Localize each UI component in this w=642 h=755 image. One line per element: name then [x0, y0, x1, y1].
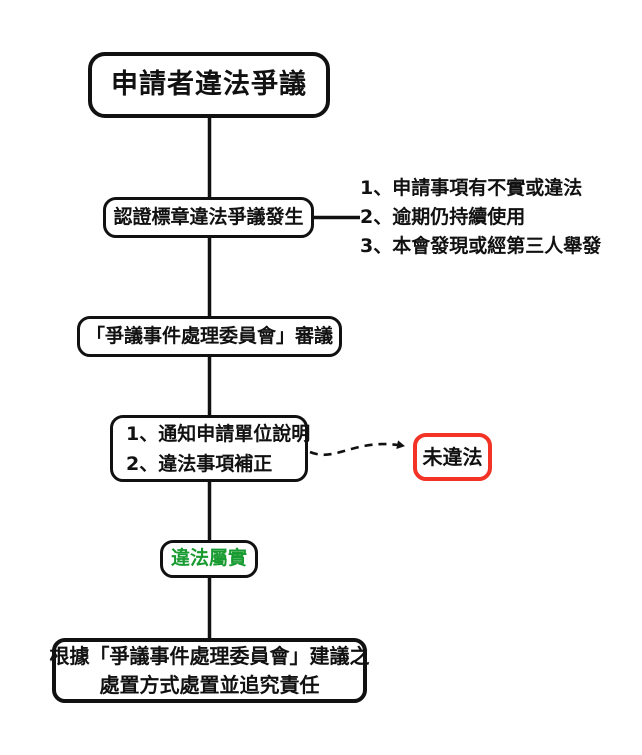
- final-line-2: 處置方式處置並追究責任: [99, 672, 320, 697]
- node-committee-review: 「爭議事件處理委員會」審議: [77, 316, 342, 357]
- final-line-1: 根據「爭議事件處理委員會」建議之: [49, 643, 370, 668]
- node-notify-correct: 1、通知申請單位說明 2、違法事項補正: [110, 415, 310, 482]
- cause-item-2: 2、逾期仍持續使用: [360, 206, 526, 228]
- node-not-illegal-label: 未違法: [422, 444, 483, 469]
- node-applicant-dispute: 申請者違法爭議: [88, 52, 330, 118]
- causes-list: 1、申請事項有不實或違法 2、逾期仍持續使用 3、本會發現或經第三人舉發: [360, 174, 601, 261]
- cause-item-3: 3、本會發現或經第三人舉發: [360, 235, 602, 257]
- node-mark-violation-occurs-label: 認證標章違法爭議發生: [113, 205, 304, 228]
- node-final-disposition: 根據「爭議事件處理委員會」建議之 處置方式處置並追究責任: [50, 638, 370, 703]
- cause-item-1: 1、申請事項有不實或違法: [360, 177, 583, 199]
- node-committee-review-label: 「爭議事件處理委員會」審議: [85, 324, 333, 347]
- node-not-illegal: 未違法: [413, 433, 492, 481]
- notify-line-2: 2、違法事項補正: [126, 452, 273, 475]
- node-final-disposition-lines: 根據「爭議事件處理委員會」建議之 處置方式處置並追究責任: [50, 642, 370, 700]
- node-violation-confirmed: 違法屬實: [160, 540, 258, 578]
- node-mark-violation-occurs: 認證標章違法爭議發生: [103, 197, 314, 238]
- node-applicant-dispute-label: 申請者違法爭議: [111, 69, 307, 101]
- dashed-arrow-not-illegal: [309, 440, 405, 457]
- node-notify-correct-lines: 1、通知申請單位說明 2、違法事項補正: [126, 419, 310, 479]
- node-violation-confirmed-label: 違法屬實: [170, 547, 247, 570]
- notify-line-1: 1、通知申請單位說明: [126, 422, 311, 445]
